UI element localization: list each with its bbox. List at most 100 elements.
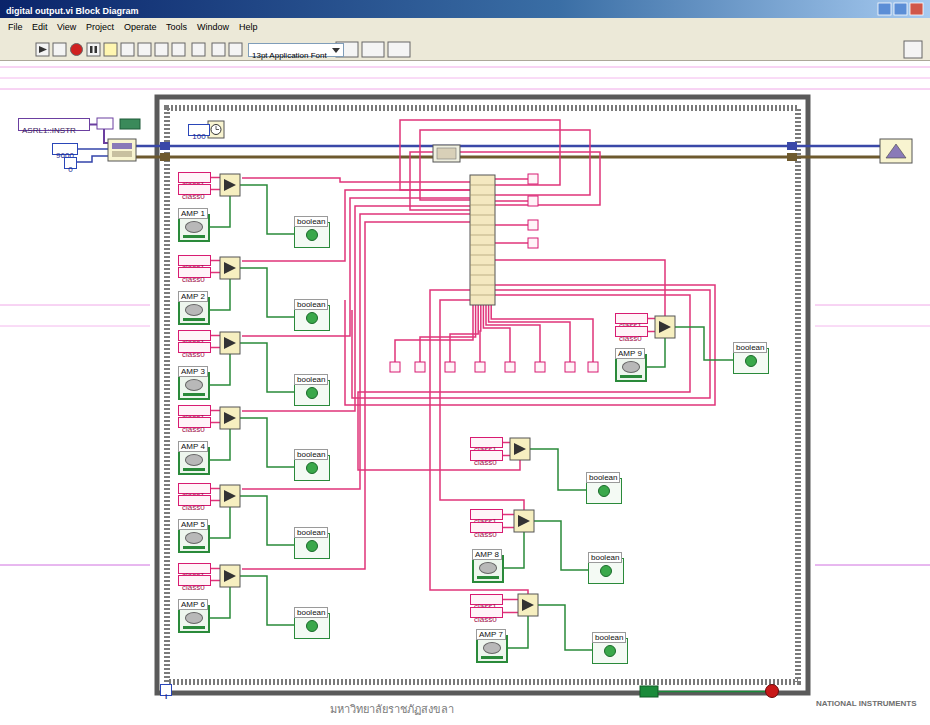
scan-line: [0, 305, 150, 306]
wire: [495, 242, 528, 244]
select-icon: [514, 510, 534, 532]
wire: [210, 354, 230, 385]
control-terminal: AMP 9: [615, 342, 647, 382]
font-dropdown: 13pt Application Font: [248, 43, 344, 57]
watch-hands: [216, 126, 219, 130]
select-glyph: [224, 490, 236, 502]
wire: [211, 500, 220, 502]
node-label: class0: [179, 425, 208, 434]
node-label: AMP 4: [178, 441, 208, 452]
wire: [358, 295, 690, 470]
enum-constant: class0: [470, 522, 503, 533]
node-label: class0: [179, 275, 208, 284]
small-constant: [505, 362, 515, 372]
led-glyph: [604, 645, 616, 657]
wire: [211, 488, 220, 490]
visa-resource-constant: ASRL1::INSTR: [18, 118, 90, 131]
menu-item: Operate: [124, 22, 157, 32]
baud-wire: [75, 148, 108, 150]
error-cluster-wire: [136, 156, 880, 159]
resource-wire: [104, 129, 108, 143]
watermark-text: มหาวิทยาลัยราชภัฏสงขลา: [330, 700, 454, 718]
control-terminal: AMP 4: [178, 435, 210, 475]
wire: [534, 521, 588, 570]
node-label: boolean: [294, 216, 328, 227]
build-array-icon: [470, 175, 495, 305]
vendor-logo-text: NATIONAL INSTRUMENTS: [816, 699, 917, 708]
timeout-wire: [77, 156, 108, 162]
dial-base: [183, 318, 205, 321]
wire: [491, 305, 593, 362]
small-constant: [588, 362, 598, 372]
dial-glyph: [622, 361, 640, 373]
node-label: class0: [179, 350, 208, 359]
scan-line: [0, 67, 930, 68]
indicator-terminal: boolean: [586, 466, 622, 504]
wire: [211, 177, 220, 179]
node-label: boolean: [586, 472, 620, 483]
wire: [211, 568, 220, 570]
toolbar-icons: [36, 41, 922, 58]
node-label: 100: [190, 132, 207, 142]
enum-constant: class0: [178, 575, 211, 586]
wire: [648, 331, 655, 333]
loop-tunnel: [787, 142, 797, 150]
icon-glyph: [437, 148, 456, 159]
help-icon: [904, 41, 922, 58]
led-glyph: [306, 312, 318, 324]
wire: [675, 327, 733, 360]
wire: [210, 507, 230, 538]
wire: [211, 410, 220, 412]
indicator-terminal: boolean: [294, 601, 330, 639]
enum-constant: class0: [178, 417, 211, 428]
menu-item: Window: [197, 22, 229, 32]
run-continuous-icon: [53, 43, 66, 56]
node-label: boolean: [294, 299, 328, 310]
menu-item: Help: [239, 22, 258, 32]
enum-constant: class0: [178, 342, 211, 353]
scan-line: [0, 326, 150, 327]
node-label: class0: [471, 615, 500, 624]
close-button: [910, 3, 923, 15]
scan-line: [815, 565, 930, 566]
select-icon: [220, 174, 240, 196]
wait-icon: [208, 121, 224, 138]
select-icon: [220, 565, 240, 587]
wire: [240, 343, 294, 392]
wire: [242, 198, 470, 336]
toolbar-edge: [0, 60, 930, 61]
dial-glyph: [483, 642, 501, 654]
led-glyph: [306, 387, 318, 399]
wire: [503, 599, 518, 601]
menu-item: File: [8, 22, 23, 32]
select-glyph: [224, 412, 236, 424]
dial-glyph: [185, 532, 203, 544]
dial-base: [183, 546, 205, 549]
tool-bar: [0, 38, 930, 60]
pause-icon: [87, 43, 100, 56]
enum-constant: class1: [178, 330, 211, 341]
function-icons: [97, 118, 912, 698]
dial-glyph: [185, 304, 203, 316]
wire: [503, 442, 510, 444]
enum-constant: class1: [178, 255, 211, 266]
highlight-icon: [104, 43, 117, 56]
menu-item: Project: [86, 22, 114, 32]
wire: [489, 305, 570, 362]
array-terminals: [470, 185, 495, 295]
led-glyph: [600, 565, 612, 577]
node-label: AMP 5: [178, 519, 208, 530]
numeric-constant: 100: [188, 124, 210, 136]
select-icon: [510, 438, 530, 460]
dial-base: [183, 393, 205, 396]
bundle-icon: [433, 145, 460, 162]
enum-constant: class0: [615, 326, 648, 337]
led-glyph: [306, 229, 318, 241]
icon-glyph: [112, 143, 132, 149]
small-constant: [390, 362, 400, 372]
small-constant: [535, 362, 545, 372]
wire: [503, 612, 518, 614]
